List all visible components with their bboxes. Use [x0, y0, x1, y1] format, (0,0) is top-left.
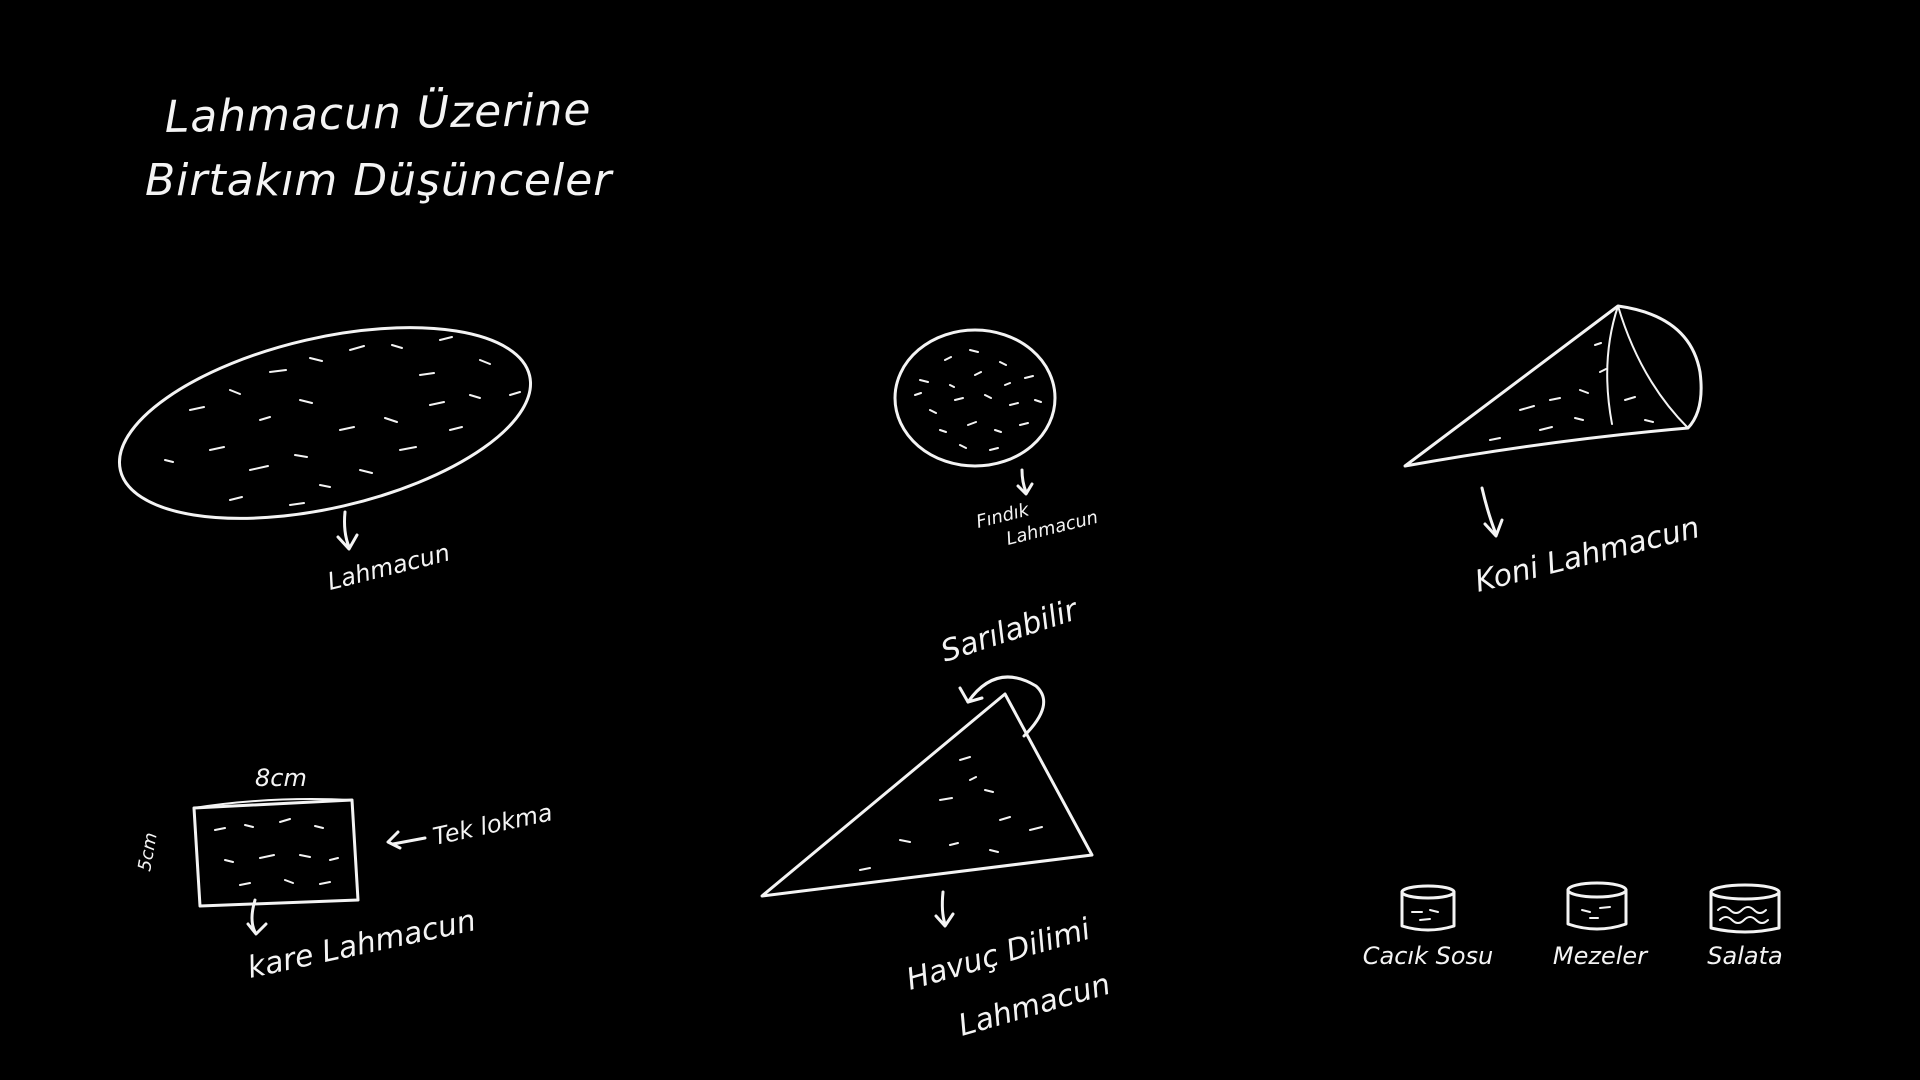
salata-bowl-group: Salata [1707, 883, 1783, 970]
mezeler-bowl-contents [1581, 906, 1611, 919]
koni-cone-inner-lines [1606, 305, 1689, 429]
cacik-bowl-contents [1411, 909, 1439, 921]
salata-bowl-body [1709, 890, 1781, 934]
tek-lokma-arrow [386, 830, 427, 850]
havuc-arrow [934, 890, 955, 928]
salata-label: Salata [1707, 942, 1782, 970]
cacik-bowl-body [1400, 890, 1456, 932]
tek-lokma-label: Tek lokma [430, 798, 554, 851]
cacik-bowl-rim [1400, 884, 1456, 900]
page-title: Lahmacun Üzerine Birtakım Düşünceler [145, 84, 614, 206]
mezeler-bowl-group: Mezeler [1553, 881, 1649, 970]
mezeler-bowl-body [1566, 888, 1628, 931]
kare-height-label: 5cm [134, 831, 161, 873]
koni-topping-specks [1489, 342, 1654, 441]
lahmacun-drawing: Lahmacun [117, 326, 533, 596]
cacik-label: Cacık Sosu [1363, 942, 1494, 970]
cacik-bowl-group: Cacık Sosu [1363, 884, 1494, 970]
havuc-dilimi-drawing: Sarılabilir Havuç Dilimi Lahmacun [760, 592, 1114, 1044]
lahmacun-oval [117, 326, 533, 520]
findik-topping-specks [914, 349, 1042, 451]
kare-label: kare Lahmacun [244, 903, 479, 986]
lahmacun-topping-specks [164, 336, 521, 506]
kare-arrow [246, 898, 268, 936]
havuc-topping-specks [859, 756, 1043, 871]
kare-lahmacun-drawing: 8cm 5cm kare Lahmacun Tek lokma [134, 764, 555, 986]
findik-circle [893, 328, 1057, 468]
sarilabilir-curl-arrow [966, 675, 1046, 738]
koni-cone-outline [1403, 304, 1703, 468]
kare-square-outline [192, 798, 360, 908]
havuc-triangle-outline [760, 692, 1094, 898]
findik-arrow [1016, 468, 1034, 496]
sarilabilir-label: Sarılabilir [937, 592, 1084, 669]
koni-arrow [1480, 486, 1504, 538]
title-line-2: Birtakım Düşünceler [145, 155, 614, 206]
koni-label: Koni Lahmacun [1471, 510, 1703, 600]
sarilabilir-arrowhead [958, 686, 984, 704]
findik-lahmacun-drawing: Fındık Lahmacun [893, 328, 1100, 550]
kare-top-edge [193, 798, 353, 809]
salata-bowl-contents [1717, 906, 1769, 924]
lahmacun-arrow [336, 510, 359, 551]
salata-bowl-rim [1709, 883, 1781, 901]
lahmacun-label: Lahmacun [325, 538, 453, 595]
koni-lahmacun-drawing: Koni Lahmacun [1403, 304, 1703, 600]
title-line-1: Lahmacun Üzerine [164, 84, 592, 143]
kare-topping-specks [214, 818, 339, 886]
mezeler-label: Mezeler [1553, 942, 1649, 970]
kare-width-label: 8cm [255, 764, 307, 792]
mezeler-bowl-rim [1566, 881, 1628, 899]
